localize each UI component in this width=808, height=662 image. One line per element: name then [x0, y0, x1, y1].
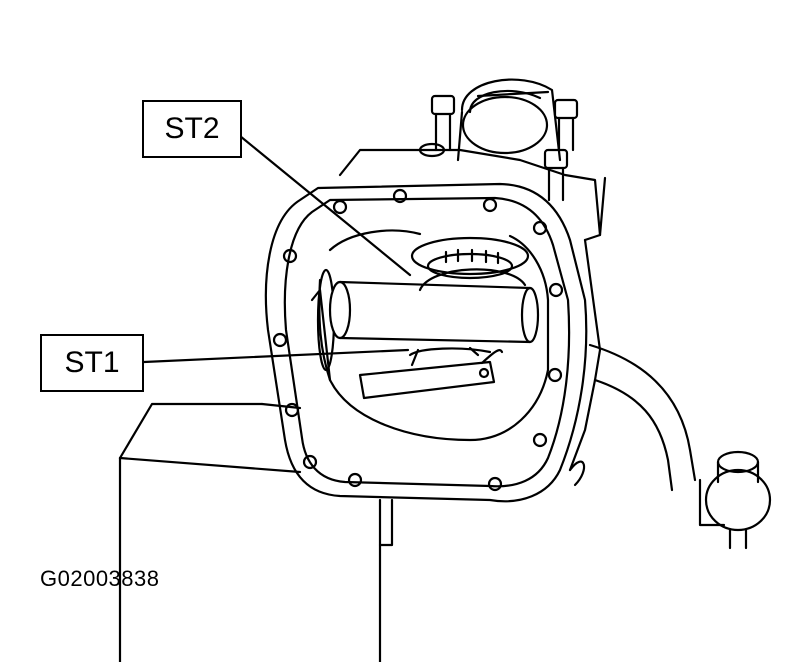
breather-fitting: [698, 450, 772, 550]
figure-id-label: G02003838: [40, 566, 160, 591]
companion-flange: [456, 78, 562, 162]
st2-tool: [328, 280, 540, 344]
work-stand: [118, 402, 394, 662]
flange-bolt-holes: [272, 188, 564, 492]
st1-tool: [358, 346, 504, 400]
gasket-flange: [264, 182, 588, 503]
side-bearing: [410, 236, 530, 292]
st2-leader-line: [238, 134, 412, 277]
st1-callout-label: ST1: [40, 334, 144, 392]
carrier-housing: [338, 148, 697, 492]
st1-leader-line: [142, 348, 410, 364]
st2-callout-label: ST2: [142, 100, 242, 158]
